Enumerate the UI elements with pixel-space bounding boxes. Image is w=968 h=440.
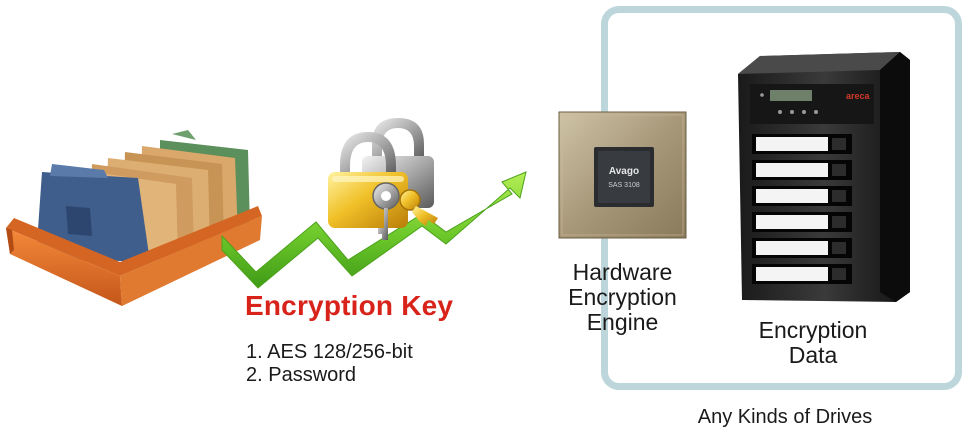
drive-bay [752,238,852,258]
chip-model: SAS 3108 [608,182,640,189]
chip-icon: Avago SAS 3108 [558,111,687,239]
encryption-key-title: Encryption Key [245,290,454,321]
hardware-engine-label: Hardware Encryption Engine [540,260,705,335]
label-line: Data [788,342,838,368]
key-icon [372,182,438,240]
chip-brand: Avago [609,166,639,177]
encryption-key-list: 1. AES 128/256-bit 2. Password [246,341,413,387]
label-line: Encryption [568,284,677,310]
drive-bay [752,264,852,284]
drive-bays [752,134,852,284]
drive-bay [752,212,852,232]
list-item: 1. AES 128/256-bit [246,341,413,363]
file-box-icon [6,130,262,306]
drive-bay [752,160,852,180]
arrow-icon [221,171,527,289]
enclosure-brand: areca [846,91,871,101]
encryption-data-label: Encryption Data [738,318,888,368]
list-item: 2. Password [246,364,357,386]
drive-bay [752,186,852,206]
drives-caption: Any Kinds of Drives [697,406,873,428]
label-line: Hardware [572,259,673,285]
drive-bay [752,134,852,154]
storage-enclosure-icon: areca [738,52,910,302]
label-line: Encryption [758,317,868,343]
label-line: Engine [586,309,659,335]
